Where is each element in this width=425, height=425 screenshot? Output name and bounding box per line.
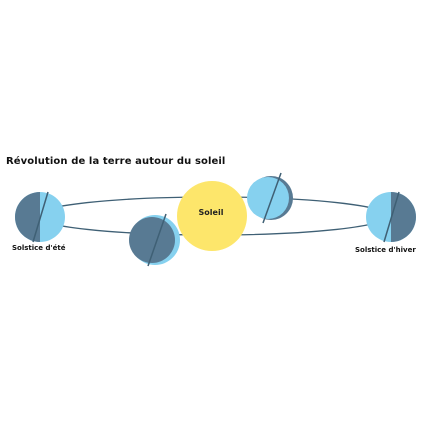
sun-label: Soleil — [198, 208, 224, 217]
earth-summer-solstice — [15, 191, 65, 243]
summer-solstice-label: Solstice d'été — [12, 244, 66, 252]
earth-winter-solstice — [366, 191, 416, 243]
sun — [177, 181, 247, 251]
winter-solstice-label: Solstice d'hiver — [355, 246, 416, 254]
earth-back-position — [247, 172, 293, 224]
diagram-title: Révolution de la terre autour du soleil — [6, 156, 226, 167]
earth-front-position — [129, 213, 180, 267]
